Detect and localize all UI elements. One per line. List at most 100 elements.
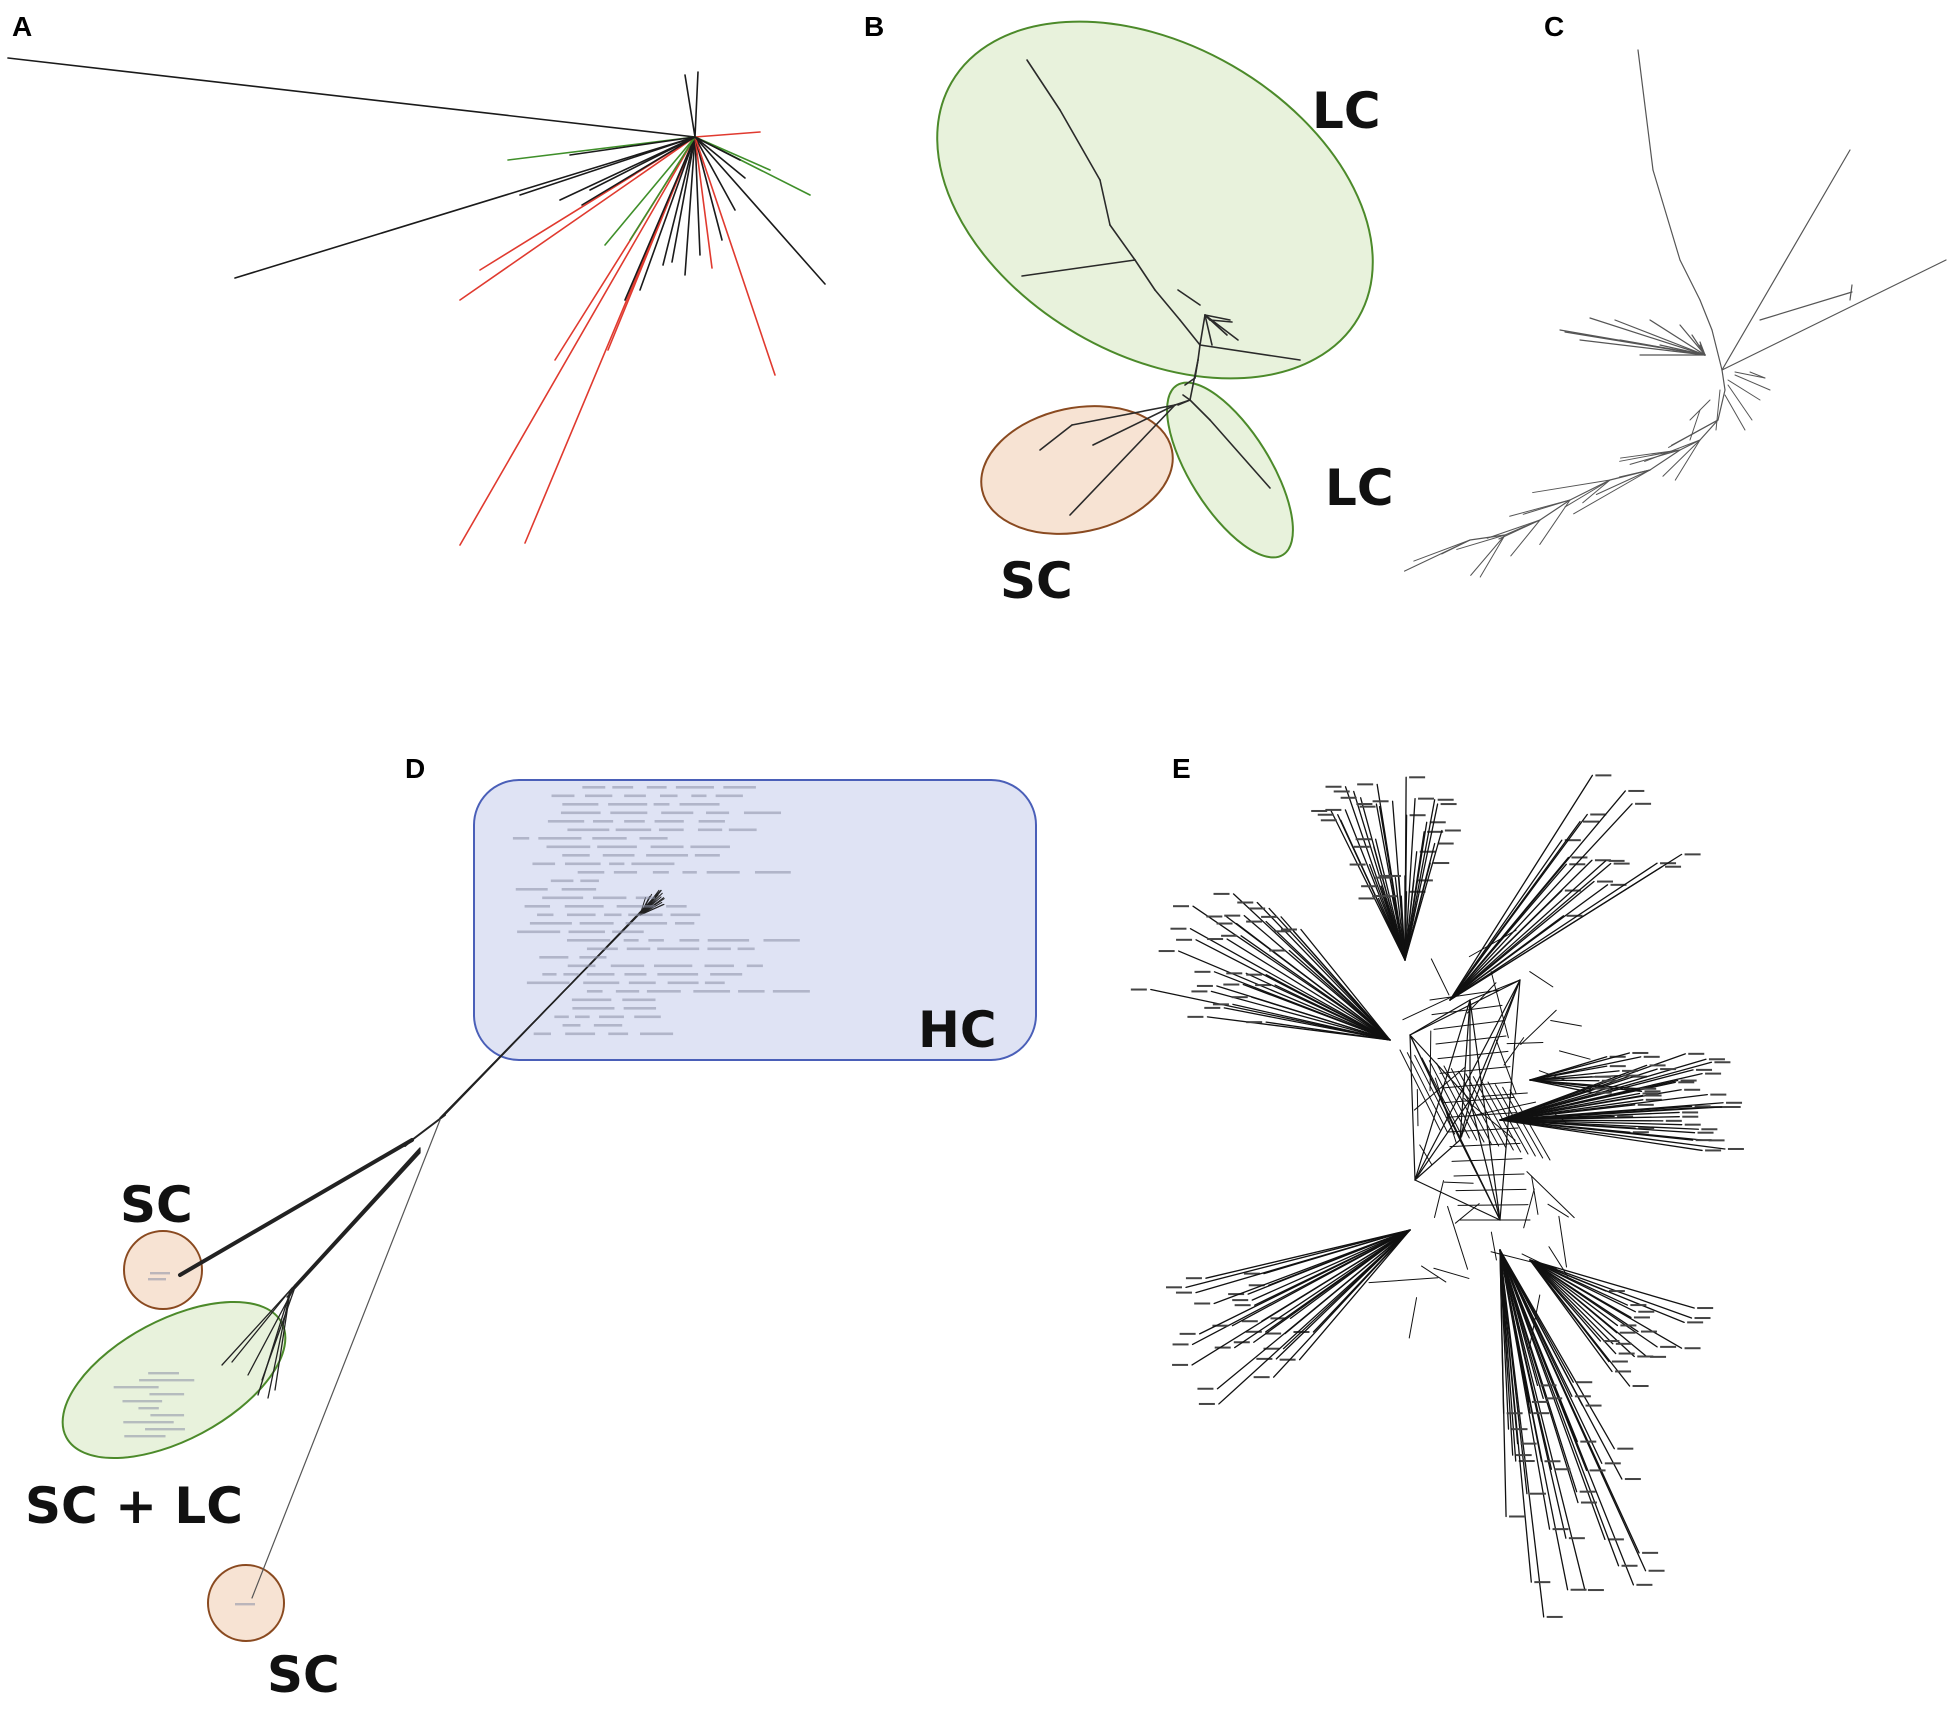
tree-branch — [1071, 404, 1176, 426]
tip-label-mark — [1256, 1357, 1273, 1360]
tree-branch — [1499, 1249, 1603, 1464]
tip-label-mark — [1246, 973, 1263, 976]
tip-label-mark — [1172, 1363, 1189, 1366]
tip-label-mark — [612, 786, 634, 789]
tree-branch — [694, 136, 746, 179]
tip-label-mark — [1609, 1065, 1626, 1068]
tip-label-mark — [1640, 1087, 1657, 1090]
tree-branch — [1409, 1034, 1416, 1181]
tree-branch — [694, 136, 723, 241]
tip-label-mark — [1214, 1346, 1231, 1349]
tip-label-mark — [646, 854, 689, 857]
tree-branch — [1433, 1180, 1445, 1219]
tip-label-mark — [1579, 1490, 1596, 1493]
tree-branch — [1414, 1099, 1471, 1181]
tip-label-mark — [1597, 880, 1614, 883]
tip-label-mark — [1529, 1492, 1546, 1495]
tree-branch — [1253, 1229, 1411, 1306]
tree-branch — [569, 136, 696, 156]
tip-label-mark — [1280, 928, 1297, 931]
tip-label-mark — [666, 905, 687, 908]
tip-label-mark — [1585, 1404, 1602, 1407]
tree-branch — [1450, 1068, 1492, 1145]
tip-label-mark — [622, 998, 656, 1002]
tip-label-mark — [746, 964, 763, 968]
tip-label-mark — [1231, 996, 1248, 999]
tip-label-mark — [706, 811, 730, 815]
tree-branch — [1689, 409, 1701, 441]
tree-branch — [1564, 479, 1611, 508]
tip-label-mark — [1710, 1093, 1727, 1096]
tree-branch — [1458, 1070, 1500, 1147]
lc-group-label-upper: LC — [1312, 82, 1381, 140]
tree-branch — [1468, 929, 1517, 958]
tree-branch — [1209, 319, 1233, 323]
tip-label-mark — [1506, 1412, 1523, 1415]
tree-branch — [1021, 259, 1136, 277]
tip-label-mark — [574, 1015, 590, 1019]
tree-branch — [1522, 499, 1571, 515]
tree-branch — [1413, 1066, 1466, 1111]
tree-branch — [1724, 394, 1746, 431]
tip-label-mark — [1637, 1103, 1654, 1106]
tip-label-mark — [1216, 922, 1233, 925]
tree-branch — [1179, 319, 1201, 346]
tip-label-mark — [693, 990, 731, 993]
tree-branch — [1429, 1030, 1432, 1092]
tip-label-mark — [1594, 1075, 1611, 1078]
tip-label-mark — [1158, 950, 1175, 953]
tree-branch — [1499, 1249, 1551, 1530]
tip-label-mark — [529, 922, 572, 925]
tip-label-mark — [122, 1400, 163, 1403]
tree-branch — [1204, 314, 1213, 346]
tip-label-mark — [602, 854, 635, 857]
tip-label-mark — [1320, 819, 1337, 822]
tree-branch — [1404, 797, 1416, 961]
tree-branch — [1506, 1042, 1544, 1045]
tree-branch — [1449, 866, 1663, 1001]
tree-branch — [694, 136, 826, 285]
tip-label-mark — [113, 1386, 159, 1389]
tree-branch — [1470, 1101, 1537, 1117]
tree-branch — [1414, 1139, 1461, 1181]
tip-label-mark — [583, 981, 620, 985]
lc-group-ellipse-lower — [1166, 381, 1294, 559]
tip-label-mark — [1631, 1075, 1648, 1078]
tree-branch — [1498, 519, 1541, 540]
tree-branch — [404, 1139, 413, 1147]
tree-branch — [231, 1287, 293, 1363]
tree-branch — [1409, 999, 1471, 1036]
tip-label-mark — [1175, 1291, 1192, 1294]
tip-label-mark — [1603, 1340, 1620, 1343]
tree-branch — [1099, 179, 1111, 226]
tip-label-mark — [1173, 905, 1190, 908]
tip-label-mark — [1418, 797, 1435, 800]
tip-label-mark — [564, 905, 604, 908]
tree-branch — [1523, 1188, 1535, 1229]
tree-branch — [1414, 1179, 1501, 1221]
tree-branch — [1717, 389, 1726, 421]
tip-label-mark — [571, 998, 612, 1002]
tree-branch — [1439, 1066, 1511, 1074]
tip-label-mark — [1714, 1061, 1731, 1064]
tree-branch — [1265, 920, 1391, 1041]
tip-label-mark — [646, 786, 667, 789]
panel-b-tree — [1021, 59, 1301, 516]
panel-c-label: C — [1544, 11, 1564, 42]
tip-label-mark — [1615, 1342, 1632, 1345]
tip-label-mark — [1628, 789, 1645, 792]
tip-label-mark — [1593, 1087, 1610, 1090]
tip-label-mark — [1552, 1528, 1569, 1531]
tree-branch — [1213, 971, 1391, 1041]
tree-branch — [1499, 1064, 1648, 1121]
tree-branch — [1443, 1065, 1485, 1143]
sc-group-ellipse — [980, 405, 1174, 535]
tip-label-mark — [1357, 783, 1374, 786]
tree-branch — [559, 136, 696, 201]
tree-branch — [1429, 989, 1501, 1001]
tip-label-mark — [613, 871, 638, 874]
tip-label-mark — [1708, 1058, 1725, 1061]
tip-label-mark — [562, 854, 590, 857]
tip-label-mark — [698, 820, 725, 823]
tree-branch — [1216, 1229, 1411, 1390]
